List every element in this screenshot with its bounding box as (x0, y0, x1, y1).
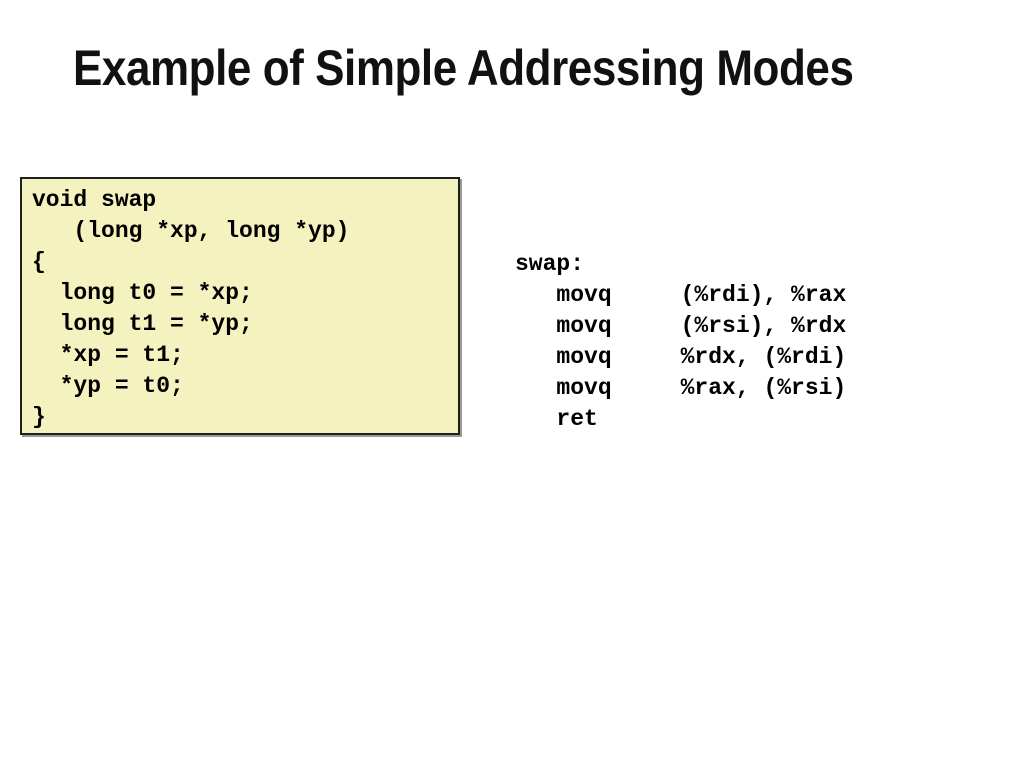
c-source-code-box: void swap (long *xp, long *yp) { long t0… (20, 177, 460, 435)
c-source-code: void swap (long *xp, long *yp) { long t0… (32, 187, 350, 430)
assembly-code: swap: movq (%rdi), %rax movq (%rsi), %rd… (515, 251, 847, 432)
slide-title: Example of Simple Addressing Modes (73, 40, 854, 96)
